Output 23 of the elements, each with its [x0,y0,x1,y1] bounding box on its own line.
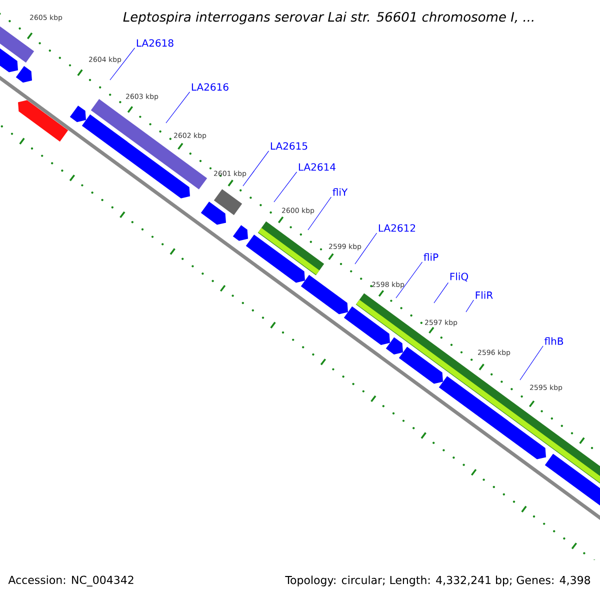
leader-line [110,48,136,80]
gene-label: flhB [544,337,564,345]
gene-label: LA2616 [192,83,228,91]
leader-line [354,232,378,264]
gene-label: FliQ [450,272,468,282]
leader-line [434,282,449,304]
title: Leptospira interrogans serovar Lai str. 56601 chromosome I, ... [123,12,534,24]
gene-label: LA2612 [378,224,416,232]
gene-label: LA2614 [298,163,336,171]
leader-line [308,196,332,230]
gene-label: LA2618 [136,39,174,47]
leader-line [466,300,474,312]
leader-line [274,172,298,202]
footer-text: Accession: NC_004342 [8,576,134,586]
leader-line [166,92,190,124]
leader-line [242,150,270,186]
leader-line [396,262,423,298]
gene-label: fliY [332,188,348,196]
leader-line [520,346,544,380]
footer-text: Topology: circular; Length: 4,332,241 bp; Genes: 4,398 [285,576,590,586]
gene-label: FliR [476,291,493,299]
gene-label: fliP [424,253,438,261]
gene-label: LA2615 [270,142,308,150]
